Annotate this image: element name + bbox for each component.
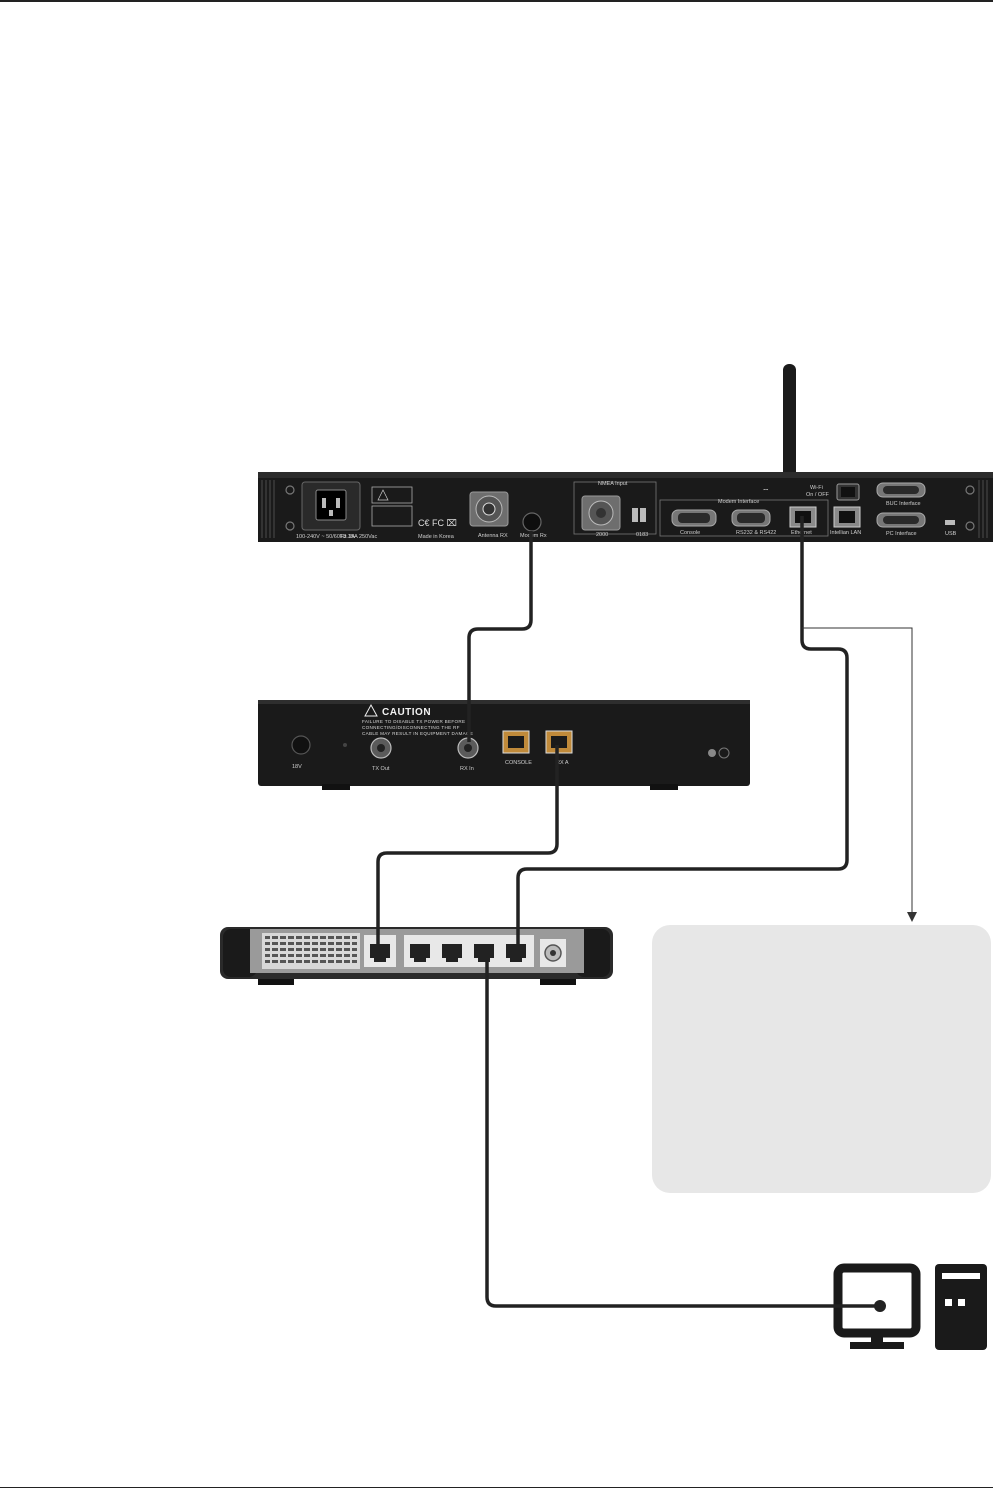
desktop-computer-icon <box>833 1263 987 1350</box>
rx-in-label: RX In <box>460 766 474 772</box>
console-port <box>671 509 717 527</box>
wifi-toggle-label: On / OFF <box>806 492 830 498</box>
power-rating-label: 100-240V ~ 50/60Hz 3A <box>296 534 355 540</box>
ethernet-cable <box>516 516 849 955</box>
satellite-modem: CAUTION FAILURE TO DISABLE TX POWER BEFO… <box>258 700 750 790</box>
nmea-0183-label: 0183 <box>636 532 648 538</box>
svg-text:⌔: ⌔ <box>762 487 770 496</box>
modem-power-label: 18V <box>292 764 302 770</box>
tx-out-label: TX Out <box>372 766 390 772</box>
caution-line-3: CABLE MAY RESULT IN EQUIPMENT DAMAGE <box>362 731 473 736</box>
fuse-label: T3.15A 250Vac <box>340 534 377 540</box>
nmea-input-label: NMEA Input <box>598 481 628 487</box>
made-in-label: Made in Korea <box>418 534 455 540</box>
antenna-rx-label: Antenna RX <box>478 533 508 539</box>
modem-lan-cable <box>376 745 559 955</box>
modem-console-label: CONSOLE <box>505 760 532 766</box>
rack-unit: 100-240V ~ 50/60Hz 3A T3.15A 250Vac C€ F… <box>258 364 993 542</box>
console-label: Console <box>680 530 700 536</box>
bottom-rule <box>0 1487 993 1488</box>
modem-rx-label: Modem Rx <box>520 533 547 539</box>
intellian-lan-label: Intellian LAN <box>830 530 861 536</box>
info-box <box>652 925 991 1193</box>
usb-label: USB <box>945 531 957 537</box>
nmea-2000-label: 2000 <box>596 532 608 538</box>
caution-title: CAUTION <box>382 707 431 718</box>
network-switch <box>220 927 613 985</box>
info-arrow <box>802 627 917 922</box>
pc-interface-label: PC Interface <box>886 531 917 537</box>
svg-text:C€ FC ⌧: C€ FC ⌧ <box>418 518 457 528</box>
cables <box>376 516 880 1308</box>
modem-lan-label: RX A <box>556 760 569 766</box>
wifi-label: Wi-Fi <box>810 485 823 491</box>
caution-line-1: FAILURE TO DISABLE TX POWER BEFORE <box>362 719 465 724</box>
rf-cable <box>467 531 533 742</box>
modem-interface-label: Modem Interface <box>718 499 759 505</box>
top-rule <box>0 0 993 2</box>
computer-cable <box>485 955 880 1308</box>
intellian-lan-port <box>833 506 861 528</box>
rs232-port <box>731 509 771 527</box>
caution-line-2: CONNECTING/DISCONNECTING THE RF <box>362 725 460 730</box>
buc-interface-label: BUC Interface <box>886 501 921 507</box>
rs232-label: RS232 & RS422 <box>736 530 776 536</box>
cable-endpoint <box>874 1300 886 1312</box>
